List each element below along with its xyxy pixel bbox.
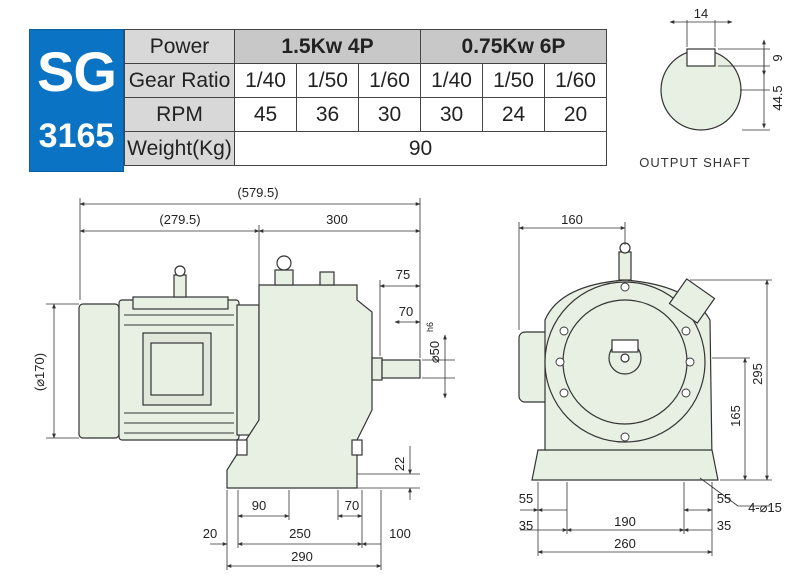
power-6p: 0.75Kw 6P [420,29,607,64]
dim-35-right: 35 [717,518,731,533]
rpm-cell: 30 [358,97,421,132]
rpm-cell: 24 [482,97,545,132]
model-number: 3165 [38,117,115,155]
ratio-cell: 1/60 [544,63,607,98]
rpm-cell: 30 [420,97,483,132]
dim-55-right: 55 [717,491,731,506]
dim-250: 250 [289,526,311,541]
dim-190: 190 [614,514,636,529]
model-name: SG [37,40,117,103]
dim-total-length: (579.5) [237,185,278,200]
dim-22: 22 [392,457,407,471]
rpm-cell: 20 [544,97,607,132]
weight-value: 90 [234,131,607,166]
weight-label: Weight(Kg) [124,131,235,166]
dim-mounting-holes: 4-⌀15 [748,500,782,515]
ratio-cell: 1/50 [482,63,545,98]
dim-295: 295 [750,363,765,385]
output-shaft-view [660,20,770,131]
shaft-key-depth: 9 [770,54,785,61]
front-view-bolts [555,282,695,442]
ratio-cell: 1/40 [234,63,297,98]
rpm-cell: 45 [234,97,297,132]
dim-reducer-length: 300 [326,212,348,227]
dim-55-left: 55 [519,491,533,506]
dim-70-bottom: 70 [345,498,359,513]
dim-260: 260 [614,536,636,551]
gear-ratio-label: Gear Ratio [124,63,235,98]
output-shaft-caption: OUTPUT SHAFT [639,155,750,170]
model-badge: SG 3165 [29,29,124,172]
dim-35-left: 35 [519,518,533,533]
shaft-height: 44.5 [770,85,785,110]
dim-100: 100 [389,526,411,541]
shaft-key-width: 14 [694,6,708,21]
dim-165: 165 [728,405,743,427]
rpm-label: RPM [124,97,235,132]
dim-motor-length: (279.5) [159,212,200,227]
ratio-cell: 1/50 [296,63,359,98]
dim-290: 290 [291,549,313,564]
spec-table: Power 1.5Kw 4P 0.75Kw 6P Gear Ratio 1/40… [124,29,607,166]
dim-motor-diameter: (⌀170) [32,353,47,391]
front-view-dimensions [518,222,772,556]
dim-shaft-diameter: ⌀50 h6 [425,322,442,363]
dim-20: 20 [203,526,217,541]
side-view [78,255,421,489]
dim-160: 160 [561,212,583,227]
rpm-cell: 36 [296,97,359,132]
dim-70-top: 70 [399,304,413,319]
shaft-diameter-value: ⌀50 [427,341,442,363]
shaft-diameter-tolerance: h6 [425,322,435,332]
side-view-dimensions [46,198,455,570]
dim-90: 90 [252,498,266,513]
dim-75: 75 [396,267,410,282]
